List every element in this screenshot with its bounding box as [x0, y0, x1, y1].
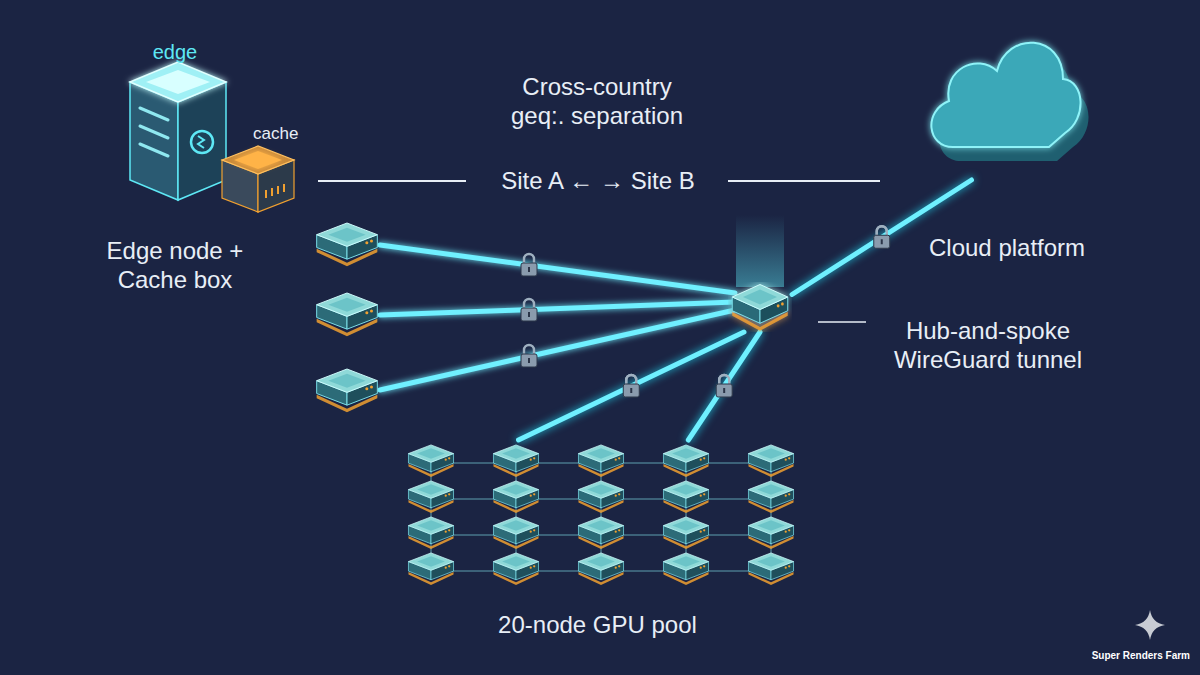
- separator-line: [318, 180, 466, 182]
- spoke-server: [317, 369, 378, 412]
- gpu-server: [408, 517, 453, 549]
- gpu-server: [578, 481, 623, 513]
- heading-note: Cross-country geq:. separation: [497, 72, 697, 131]
- gpu-server: [408, 553, 453, 585]
- tunnel-link: [519, 332, 745, 440]
- gpu-server: [748, 481, 793, 513]
- gpu-server: [493, 517, 538, 549]
- padlock-icon: [623, 375, 639, 397]
- site-label: Site A ← → Site B: [470, 166, 726, 195]
- hub-server: [732, 285, 787, 331]
- gpu-server: [493, 445, 538, 477]
- watermark: Super Renders Farm: [1040, 650, 1190, 662]
- gpu-server: [748, 445, 793, 477]
- gpu-server: [493, 481, 538, 513]
- gpu-server: [578, 553, 623, 585]
- tunnel-link: [688, 332, 760, 440]
- padlock-icon: [874, 226, 890, 248]
- gpu-server: [663, 481, 708, 513]
- spoke-lines: [380, 245, 735, 390]
- separator-line: [728, 180, 880, 182]
- cloud-shape: [925, 15, 1080, 180]
- spoke-server: [317, 223, 378, 266]
- cloud-node: Cloud platform: [925, 15, 1080, 180]
- node-label: 20-node GPU pool: [400, 610, 795, 639]
- padlock-icon: [716, 375, 732, 397]
- hub-beam: [736, 215, 784, 287]
- gpu-pool: 20-node GPU pool: [400, 440, 795, 595]
- padlock-icon: [521, 345, 537, 367]
- node-text: edge: [95, 40, 255, 64]
- gpu-server: [663, 517, 708, 549]
- node-text: cache: [253, 124, 313, 145]
- gpu-server: [578, 445, 623, 477]
- gpu-server: [578, 517, 623, 549]
- edge-node: edge cacheEdge node + Cache box: [95, 20, 325, 300]
- padlock-icon: [716, 375, 732, 397]
- hub-box: [728, 282, 792, 332]
- hub-node: Hub-and-spoke WireGuard tunnel: [728, 282, 792, 332]
- padlock-icon: [874, 226, 890, 248]
- gpu-server: [663, 445, 708, 477]
- node-label: Hub-and-spoke WireGuard tunnel: [870, 316, 1106, 375]
- edge-server: [130, 62, 226, 200]
- gpu-grid: [408, 445, 793, 585]
- gpu-server: [663, 553, 708, 585]
- watermark-star: [1135, 610, 1165, 640]
- leader-line: [818, 321, 866, 323]
- padlock-icon: [623, 375, 639, 397]
- gpu-server: [408, 445, 453, 477]
- padlock-icon: [521, 254, 537, 276]
- cloud-face: [931, 43, 1080, 147]
- node-label: Cloud platform: [929, 233, 1159, 262]
- spoke-server: [317, 293, 378, 336]
- gpu-server: [408, 481, 453, 513]
- gpu-server: [493, 553, 538, 585]
- gpu-server: [748, 517, 793, 549]
- gpu-server: [748, 553, 793, 585]
- node-text: Edge node + Cache box: [95, 236, 255, 295]
- cache-box: [222, 146, 294, 212]
- padlock-icon: [521, 299, 537, 321]
